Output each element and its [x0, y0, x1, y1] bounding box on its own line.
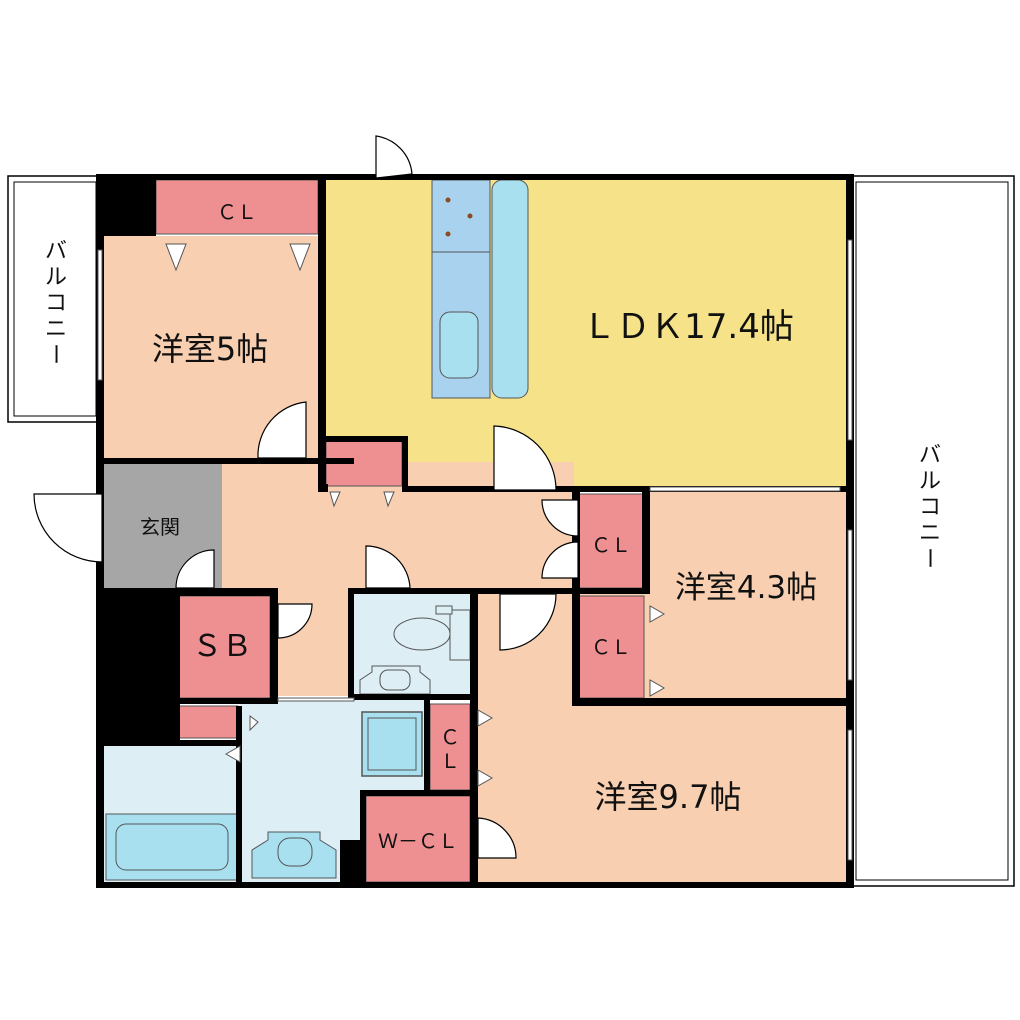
balcony-right-label: バ ル コ ニ ー — [916, 443, 941, 569]
windows — [97, 239, 853, 861]
toilet — [393, 605, 471, 661]
balcony-right — [849, 175, 1015, 887]
sb-label: ＳＢ — [192, 629, 252, 664]
bathtub — [105, 813, 239, 881]
small-storage — [175, 705, 239, 739]
closet-label-western43: ＣＬ — [591, 635, 631, 659]
svg-text:ー: ー — [916, 547, 941, 569]
balcony-left-label: バ ル コ ニ ー — [42, 239, 67, 365]
svg-text:ニ: ニ — [919, 521, 941, 546]
walk-in-closet-label: Ｗ－ＣＬ — [378, 829, 458, 853]
svg-text:ー: ー — [42, 343, 67, 365]
closet-door-marks — [165, 243, 666, 787]
washing-machine-space — [361, 711, 423, 777]
genkan-label: 玄関 — [140, 515, 180, 539]
svg-text:ル: ル — [919, 469, 941, 494]
wash-basin — [251, 831, 337, 879]
closet-label-vertical-bottom: Ｌ — [440, 749, 460, 773]
western43-label: 洋室4.3帖 — [675, 570, 817, 606]
ldk-label: ＬＤＫ17.4帖 — [582, 307, 794, 347]
closet-label-hall: ＣＬ — [591, 533, 631, 557]
kitchen-counter — [431, 179, 529, 399]
svg-text:コ: コ — [45, 291, 67, 316]
svg-text:バ: バ — [919, 443, 941, 468]
closet-western97 — [429, 703, 471, 791]
balcony-left — [7, 175, 101, 423]
toilet-sink — [359, 665, 431, 695]
svg-text:ニ: ニ — [45, 317, 67, 342]
closet-hall — [577, 493, 645, 589]
doors — [33, 135, 579, 859]
svg-text:ル: ル — [45, 265, 67, 290]
closet-label-top: ＣＬ — [217, 200, 257, 224]
shoe-box — [175, 595, 271, 699]
closet-label-vertical-top: Ｃ — [440, 725, 460, 749]
western97-floor — [474, 592, 848, 882]
western97-label: 洋室9.7帖 — [595, 778, 742, 816]
ldk-floor — [324, 178, 848, 490]
svg-text:バ: バ — [45, 239, 67, 264]
western5-label: 洋室5帖 — [152, 330, 268, 368]
svg-text:コ: コ — [919, 495, 941, 520]
closet-western43 — [577, 595, 645, 699]
